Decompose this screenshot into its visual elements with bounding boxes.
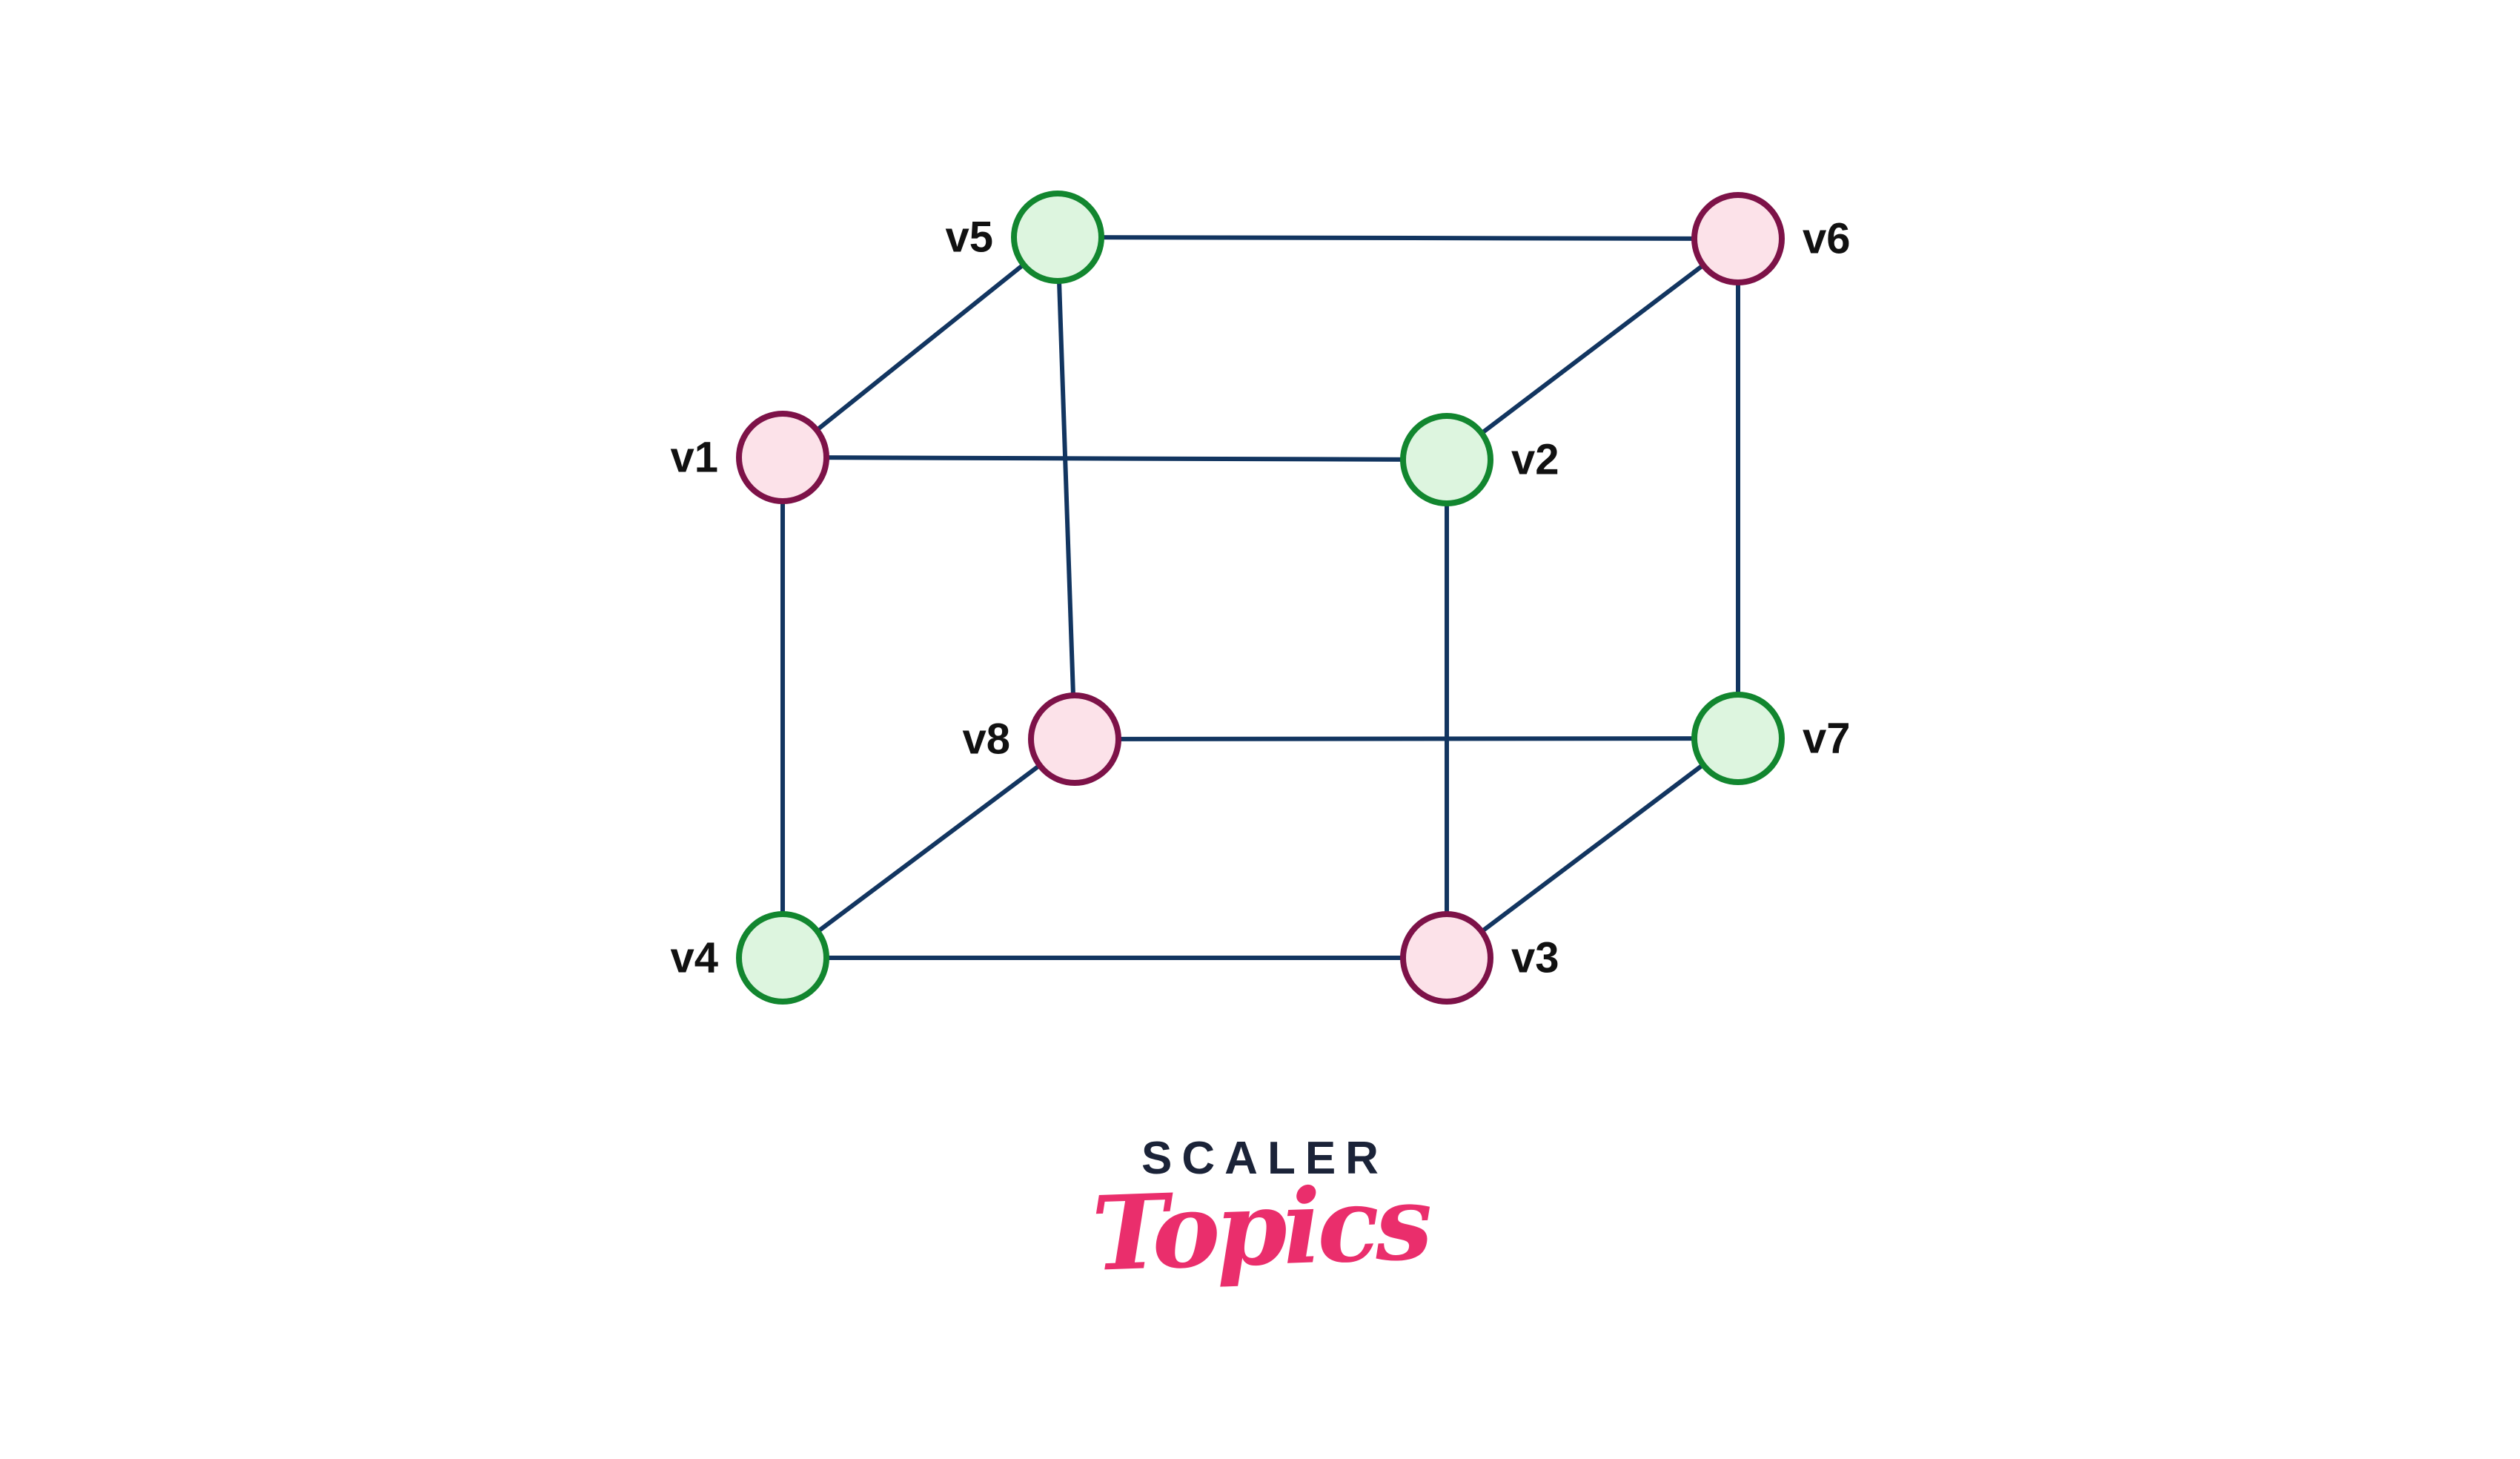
- node-v4: [736, 911, 829, 1005]
- edge-v8-v7: [1074, 736, 1739, 741]
- edge-v5-v8: [1055, 236, 1077, 740]
- node-v3: [1400, 911, 1493, 1005]
- scaler-topics-logo: SCALER Topics: [0, 1133, 2520, 1294]
- node-v1: [736, 411, 829, 504]
- node-label-v8: v8: [962, 715, 1010, 764]
- logo-primary-text: SCALER: [1141, 1133, 1388, 1184]
- node-label-v3: v3: [1511, 934, 1559, 982]
- node-v5: [1011, 191, 1104, 284]
- edge-v5-v6: [1057, 235, 1739, 241]
- edge-v1-v2: [782, 455, 1448, 462]
- node-v2: [1400, 413, 1493, 506]
- node-label-v5: v5: [945, 214, 993, 262]
- edge-v3-v7: [1445, 736, 1740, 960]
- node-label-v2: v2: [1511, 436, 1559, 484]
- node-label-v1: v1: [670, 434, 718, 482]
- node-v6: [1691, 192, 1785, 285]
- node-label-v6: v6: [1803, 215, 1851, 263]
- node-label-v4: v4: [670, 934, 718, 982]
- node-v7: [1691, 692, 1785, 785]
- node-label-v7: v7: [1803, 715, 1851, 763]
- node-v8: [1028, 692, 1121, 786]
- edge-v2-v6: [1445, 236, 1740, 462]
- edge-v1-v5: [781, 235, 1059, 460]
- edge-v4-v8: [781, 737, 1076, 960]
